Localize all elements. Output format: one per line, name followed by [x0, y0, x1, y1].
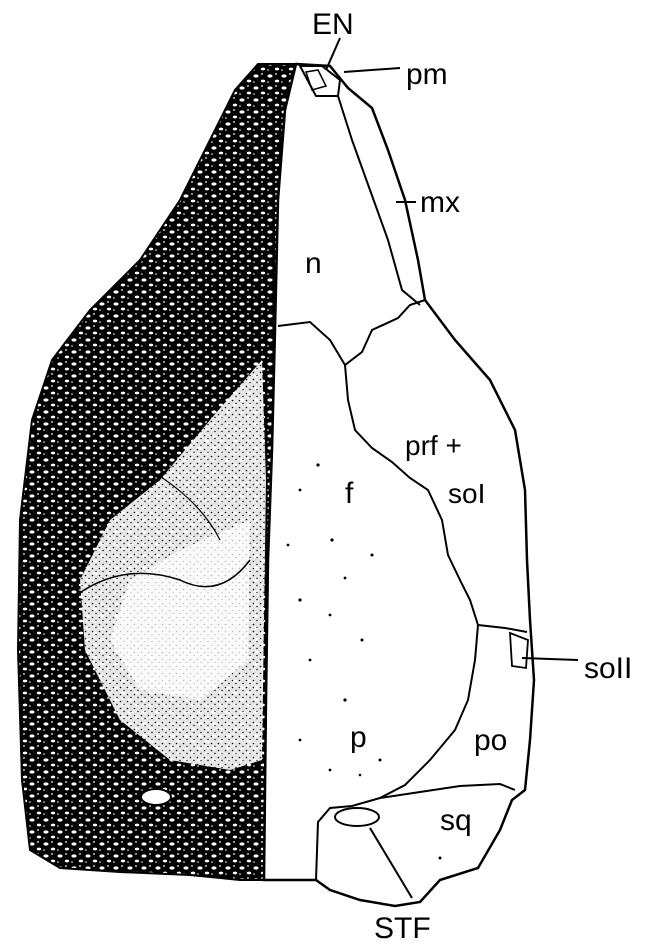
label-prf: prf + [405, 430, 462, 461]
label-pm: pm [406, 58, 448, 91]
label-mx: mx [420, 186, 460, 219]
supratemporal-fenestra [335, 808, 379, 826]
leader-line-pm [344, 68, 400, 72]
label-f: f [345, 477, 354, 510]
leader-line-en [326, 38, 340, 70]
label-n: n [305, 247, 322, 280]
label-en: EN [312, 8, 354, 41]
label-so2: soII [584, 652, 632, 685]
label-so1: soI [448, 478, 485, 509]
right-skull-outline [264, 64, 534, 906]
label-po: po [474, 724, 507, 757]
foramen [141, 789, 171, 805]
label-stf: STF [374, 912, 431, 945]
label-sq: sq [440, 804, 472, 837]
label-p: p [350, 721, 367, 754]
